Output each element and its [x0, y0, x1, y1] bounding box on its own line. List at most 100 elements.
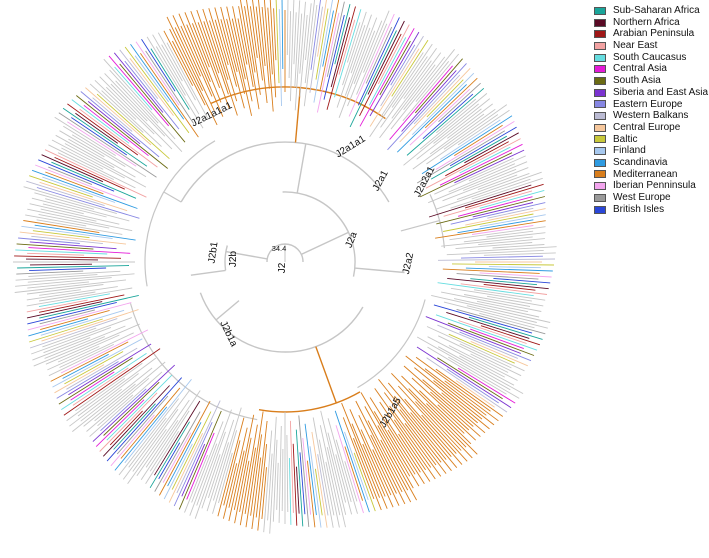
tip-branch — [387, 429, 416, 475]
tip-branch — [109, 69, 159, 124]
tip-branch — [275, 0, 280, 84]
tip-branch — [180, 25, 213, 97]
tip-branch — [372, 449, 400, 506]
tip-branch — [409, 88, 471, 146]
tip-branch — [320, 410, 347, 515]
branch-j2a1a1a1 — [163, 191, 182, 203]
tip-branch — [106, 374, 173, 441]
tip-branch — [299, 452, 306, 515]
tip-branch — [92, 364, 176, 442]
tip-branch — [166, 16, 204, 91]
tip-branch — [281, 448, 284, 512]
tip-branch — [251, 457, 262, 530]
legend-label: Baltic — [613, 133, 638, 145]
tip-branch — [288, 11, 292, 79]
tip-branch — [16, 243, 94, 250]
tip-branch — [42, 327, 97, 348]
tip-branch — [414, 58, 463, 114]
tip-branch — [141, 38, 176, 92]
tip-branch — [39, 291, 96, 302]
tip-branch — [184, 12, 222, 103]
legend-swatch — [594, 193, 606, 202]
tip-branch — [479, 214, 546, 228]
legend-label: Iberian Penninsula — [613, 180, 696, 192]
tip-branch — [222, 463, 238, 519]
tip-branch — [196, 9, 220, 74]
tip-branch — [220, 19, 245, 109]
tip-branch — [162, 432, 192, 483]
tip-branch — [335, 425, 364, 514]
legend-label: Sub-Saharan Africa — [613, 5, 700, 16]
tip-branch — [357, 17, 400, 106]
tip-branch — [71, 117, 128, 156]
legend-item: Sub-Saharan Africa — [594, 5, 708, 17]
tip-branch — [72, 367, 129, 406]
tip-branch — [124, 379, 192, 464]
tip-branch — [478, 238, 545, 246]
tip-branch — [470, 278, 538, 286]
tip-branch — [327, 418, 352, 503]
tip-branch — [127, 428, 167, 485]
tip-branch — [456, 172, 530, 201]
tip-branch — [377, 425, 414, 489]
tip-branch — [136, 399, 190, 476]
tip-branch — [228, 450, 245, 522]
tip-branch — [29, 263, 93, 266]
tip-branch — [21, 225, 113, 240]
tip-branch — [447, 322, 535, 356]
legend-label: Mediterranean — [613, 168, 678, 180]
tip-branch — [48, 343, 114, 377]
node-label-j2a1: J2a1 — [371, 168, 391, 193]
arc-j2a — [282, 191, 356, 277]
tip-branch — [54, 156, 125, 190]
tip-branch — [424, 77, 478, 129]
tip-branch — [441, 236, 533, 247]
legend-swatch — [594, 53, 606, 62]
tip-branch — [460, 255, 543, 259]
tip-branch — [404, 398, 463, 465]
tip-branch — [471, 225, 534, 235]
tip-branch — [19, 231, 127, 245]
arc-j2b1a5 — [258, 391, 361, 413]
legend-label: Western Balkans — [613, 110, 689, 122]
tip-branch — [405, 355, 495, 426]
tip-branch — [334, 410, 370, 513]
tip-branch — [101, 90, 162, 147]
tip-branch — [191, 23, 210, 68]
tip-branch — [483, 252, 556, 256]
legend-item: South Asia — [594, 75, 708, 87]
tip-branch — [44, 325, 126, 359]
legend-swatch — [594, 112, 606, 121]
tip-branch — [456, 308, 546, 335]
legend-item: Arabian Peninsula — [594, 28, 708, 40]
tip-branch — [412, 108, 496, 170]
tip-branch — [119, 63, 186, 143]
tip-branch — [29, 318, 118, 349]
tip-branch — [450, 287, 532, 302]
tip-branch — [26, 284, 104, 295]
tip-branch — [71, 134, 126, 167]
tip-branch — [29, 241, 117, 250]
tip-branch — [310, 0, 321, 70]
tip-branch — [421, 414, 457, 454]
tip-branch — [129, 58, 174, 116]
tip-branch — [169, 28, 218, 126]
legend-item: Northern Africa — [594, 17, 708, 29]
legend-label: South Caucasus — [613, 51, 687, 63]
tip-branch — [447, 103, 493, 139]
tip-branch — [289, 0, 295, 102]
tip-branch — [29, 175, 93, 198]
tip-branch — [269, 416, 277, 534]
tip-branch — [118, 398, 180, 476]
tip-branch — [87, 101, 141, 145]
tip-branch — [105, 86, 155, 135]
tip-branch — [426, 326, 525, 372]
tip-branch — [309, 6, 323, 93]
legend-item: Central Asia — [594, 63, 708, 75]
tip-branch — [403, 60, 432, 99]
tip-branch — [359, 33, 402, 117]
tip-branch — [278, 425, 282, 523]
tip-branch — [436, 196, 546, 225]
node-label-j2a2: J2a2 — [401, 251, 416, 275]
tip-branch — [419, 93, 488, 150]
